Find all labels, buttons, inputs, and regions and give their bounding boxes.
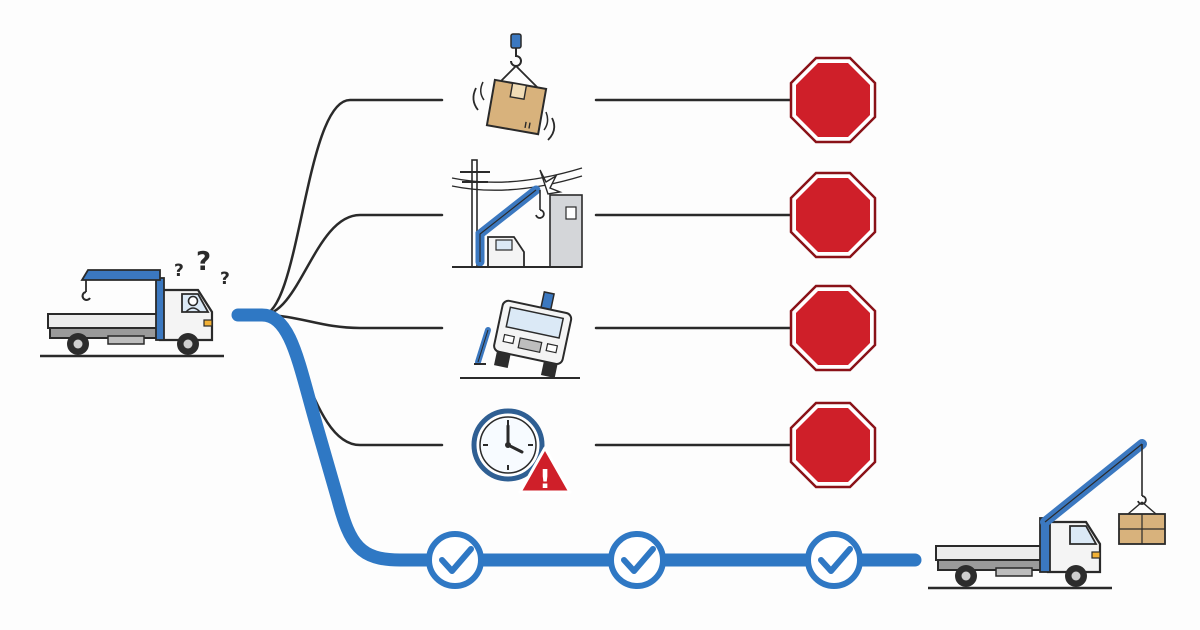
branch-line-2 xyxy=(260,213,444,317)
swinging-load-icon xyxy=(472,33,556,141)
checkmark-circle-icon xyxy=(429,534,481,586)
checkmark-circle-icon xyxy=(808,534,860,586)
stop-sign-icon xyxy=(789,171,877,259)
checkmark-circle-icon xyxy=(611,534,663,586)
stop-sign-icon xyxy=(789,284,877,372)
power-line-collision-icon xyxy=(451,159,583,268)
risk-branches xyxy=(260,98,794,447)
question-marks: ? ? ? xyxy=(174,247,230,289)
safe-path-line xyxy=(231,308,922,567)
question-mark: ? xyxy=(220,269,230,289)
branch-line-1 xyxy=(260,98,444,317)
question-mark: ? xyxy=(174,261,184,281)
crane-truck-confused-driver-icon: ? ? ? xyxy=(38,247,230,358)
clock-warning-icon: ! xyxy=(471,408,572,495)
tipping-truck-icon xyxy=(460,291,580,379)
stop-sign-icon xyxy=(789,56,877,144)
question-mark: ? xyxy=(196,247,211,277)
warning-exclamation: ! xyxy=(539,465,551,495)
stop-signs xyxy=(789,56,877,489)
stop-sign-icon xyxy=(789,401,877,489)
crane-truck-lifting-load-icon xyxy=(926,439,1166,590)
